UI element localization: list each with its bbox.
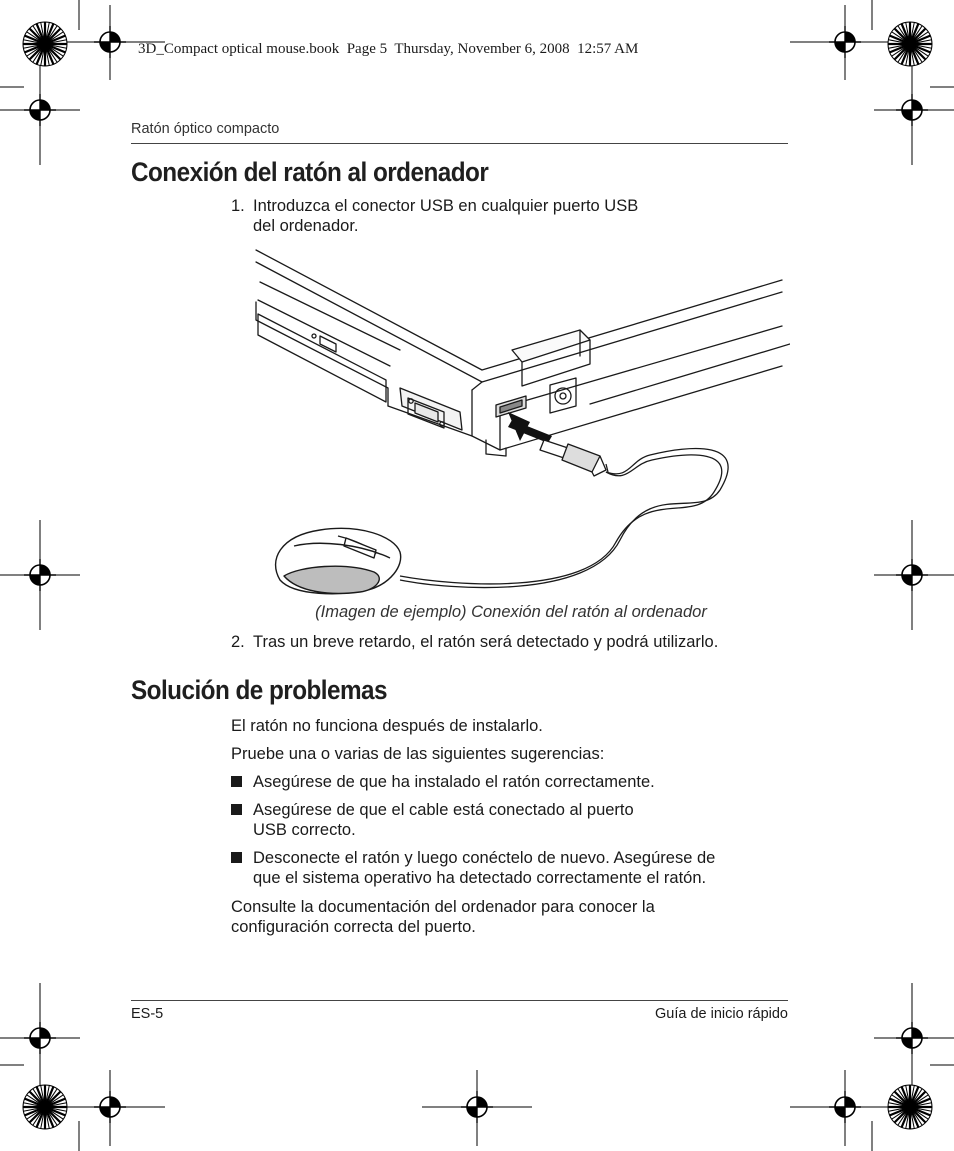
page-number: ES-5	[131, 1006, 164, 1022]
step-text: Introduzca el conector USB en cualquier …	[253, 196, 793, 236]
bullet-text-line: Desconecte el ratón y luego conéctelo de…	[253, 849, 716, 867]
section-title-connection: Conexión del ratón al ordenador	[131, 157, 528, 188]
closing-line: Consulte la documentación del ordenador …	[231, 898, 655, 916]
bullet-square-icon	[231, 852, 242, 863]
bullet-item: Asegúrese de que ha instalado el ratón c…	[231, 772, 791, 792]
bullet-square-icon	[231, 776, 242, 787]
step-text-line: Introduzca el conector USB en cualquier …	[253, 197, 639, 215]
bullet-square-icon	[231, 804, 242, 815]
running-head: Ratón óptico compacto	[131, 121, 280, 137]
step-text-line: del ordenador.	[253, 217, 359, 235]
intro-paragraph: El ratón no funciona después de instalar…	[231, 717, 543, 735]
bullet-item: Asegúrese de que el cable está conectado…	[231, 800, 791, 840]
bullet-text-line: USB correcto.	[253, 821, 356, 839]
section-title-text: Conexión del ratón al ordenador	[131, 157, 489, 187]
step-2: 2. Tras un breve retardo, el ratón será …	[231, 632, 791, 652]
bullet-item: Desconecte el ratón y luego conéctelo de…	[231, 848, 791, 888]
laptop-usb-illustration	[255, 249, 790, 595]
figure-caption: (Imagen de ejemplo) Conexión del ratón a…	[315, 603, 707, 621]
step-number: 2.	[231, 633, 245, 651]
closing-paragraph: Consulte la documentación del ordenador …	[231, 897, 791, 937]
bullet-text-line: Asegúrese de que el cable está conectado…	[253, 801, 634, 819]
closing-line: configuración correcta del puerto.	[231, 918, 476, 936]
step-number: 1.	[231, 197, 245, 215]
footer-rule	[131, 1000, 788, 1001]
bullet-text-line: que el sistema operativo ha detectado co…	[253, 869, 707, 887]
header-rule	[131, 143, 788, 144]
step-text: Tras un breve retardo, el ratón será det…	[253, 633, 719, 651]
intro-paragraph: Pruebe una o varias de las siguientes su…	[231, 745, 605, 763]
section-title-troubleshooting: Solución de problemas	[131, 675, 415, 706]
book-header: 3D_Compact optical mouse.book Page 5 Thu…	[138, 41, 639, 57]
bullet-text: Asegúrese de que ha instalado el ratón c…	[253, 773, 655, 791]
bullet-text: Asegúrese de que el cable está conectado…	[253, 800, 793, 840]
mouse-drawing	[275, 527, 402, 595]
footer-guide-title: Guía de inicio rápido	[655, 1006, 788, 1022]
bullet-text: Desconecte el ratón y luego conéctelo de…	[253, 848, 793, 888]
step-1: 1. Introduzca el conector USB en cualqui…	[231, 196, 791, 236]
section-title-text: Solución de problemas	[131, 675, 388, 705]
insert-arrow	[508, 412, 552, 443]
